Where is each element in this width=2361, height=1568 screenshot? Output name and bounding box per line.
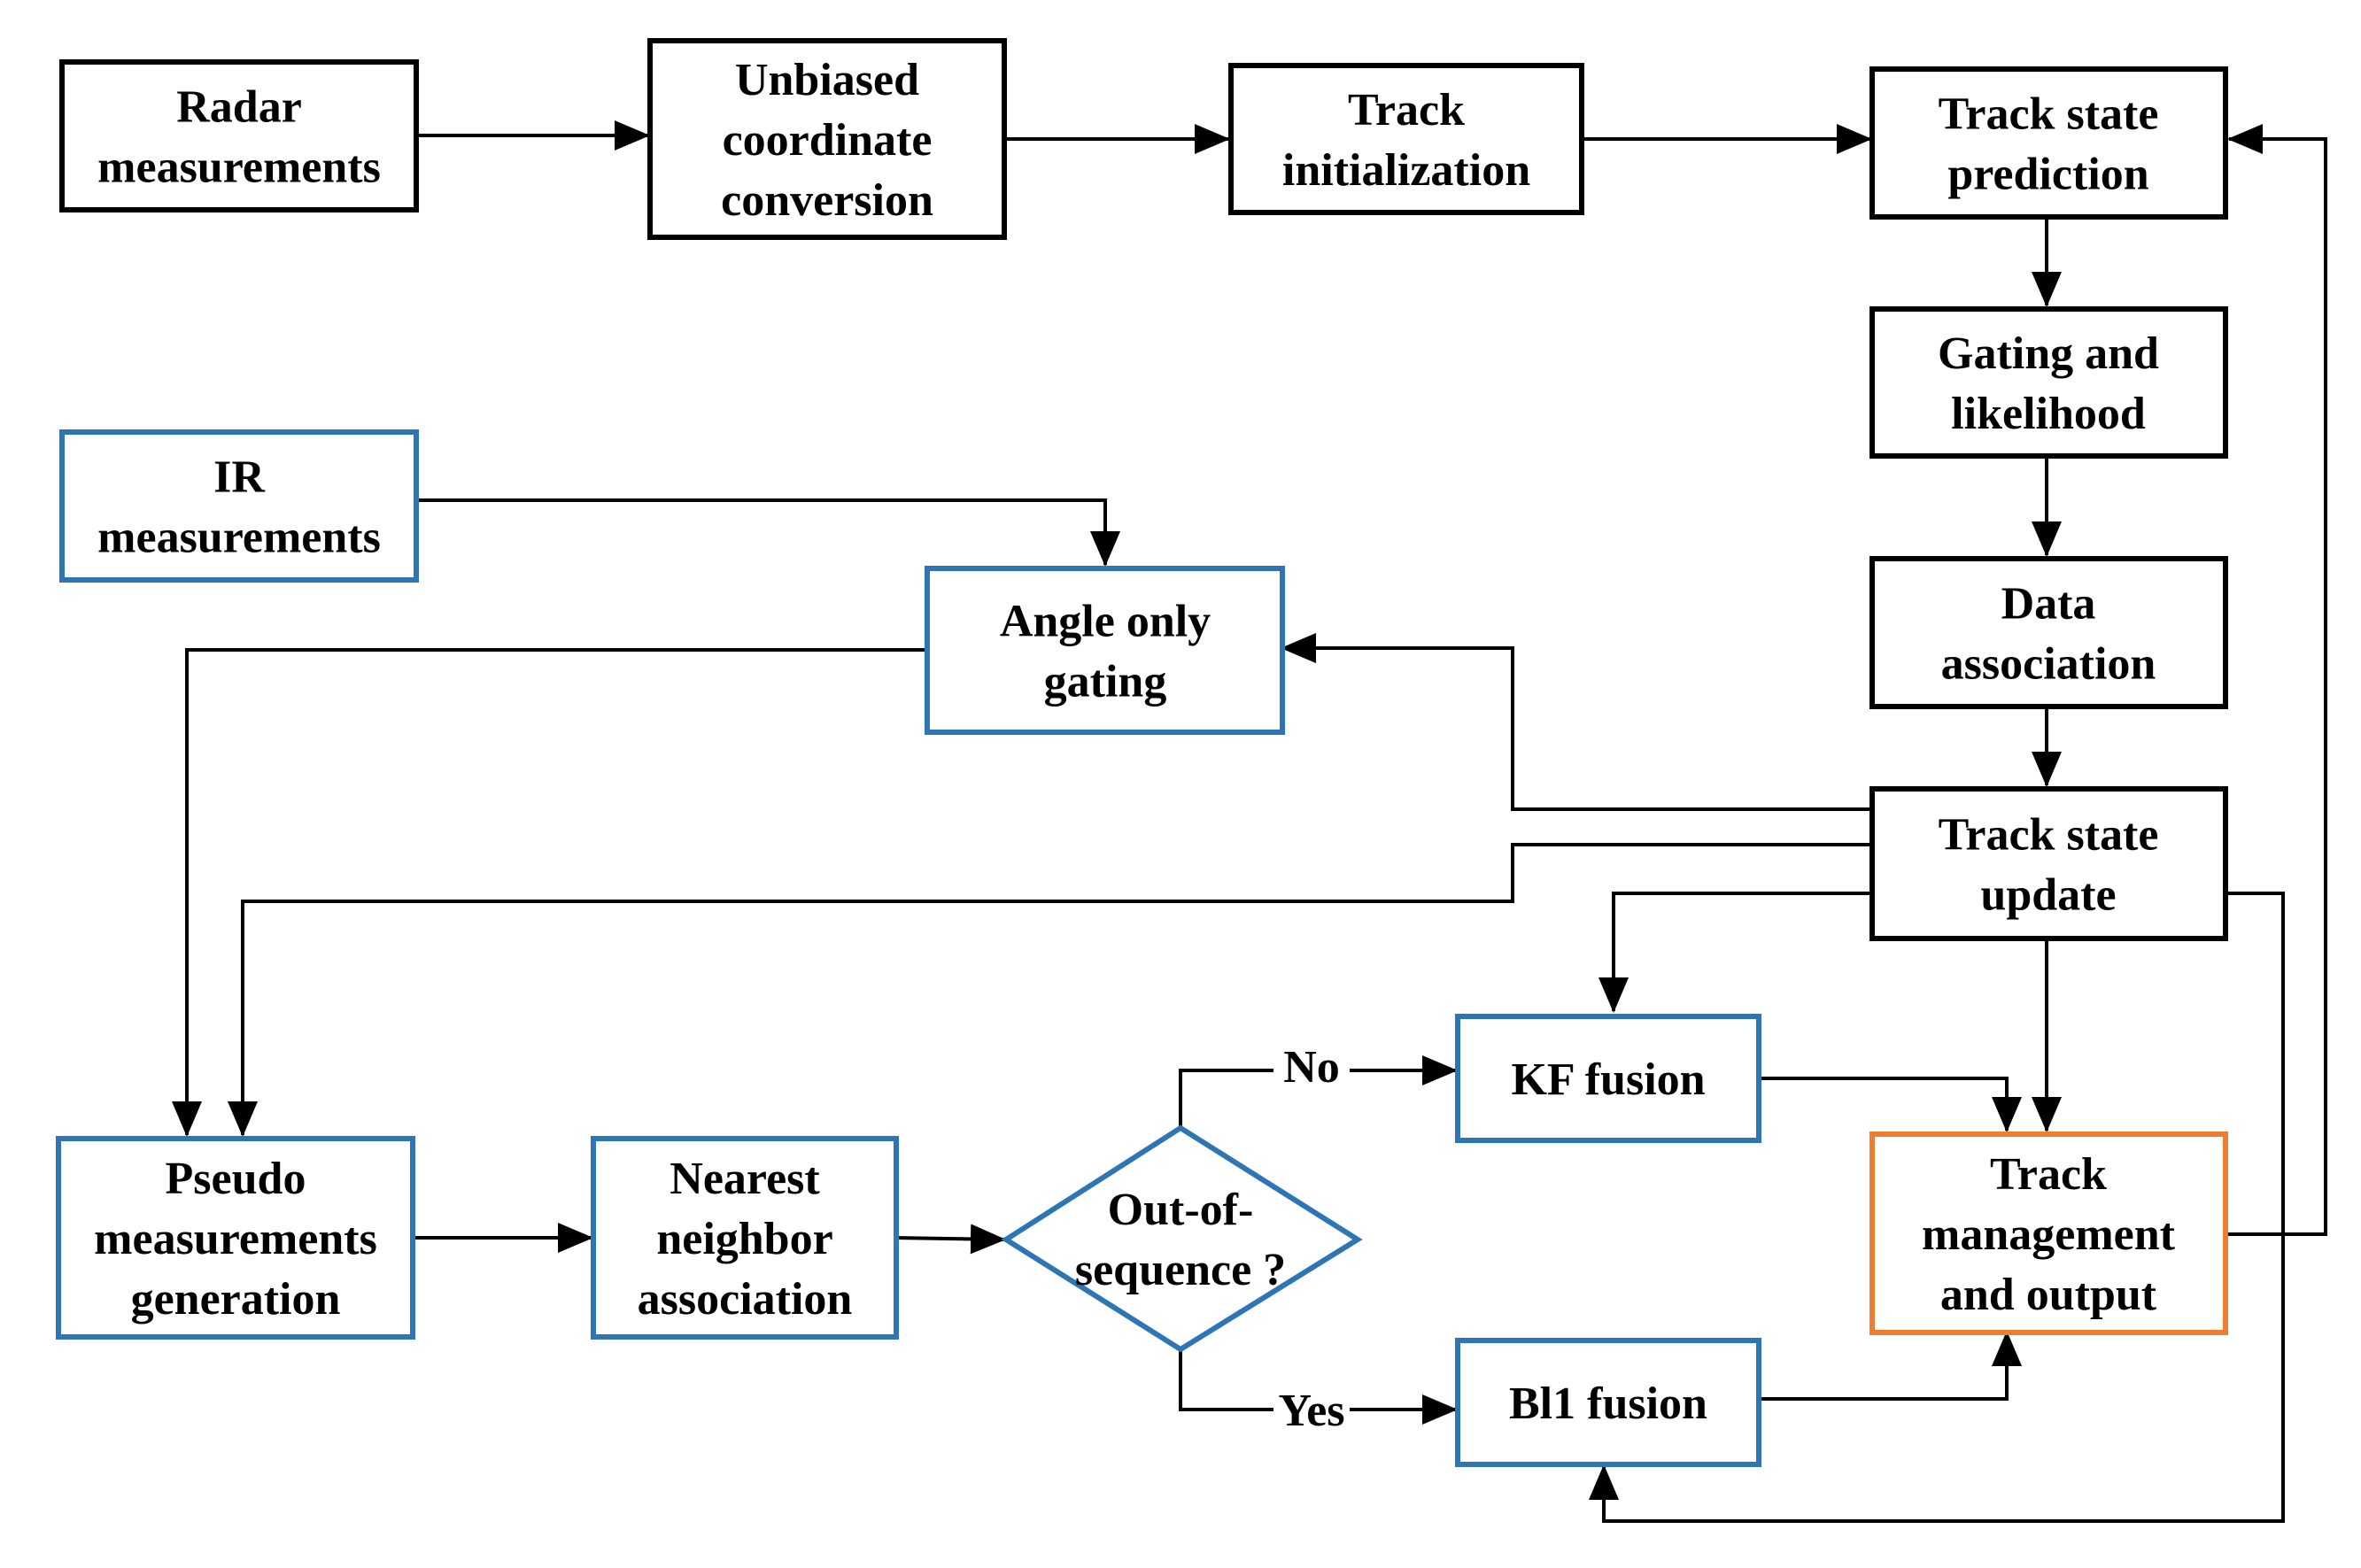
pseudo-measurements-label: Pseudo measurements generation xyxy=(94,1154,377,1325)
edge-nearest-to-oos xyxy=(895,1224,1006,1255)
label-line: Pseudo xyxy=(166,1154,306,1204)
track-management-label: Track management and output xyxy=(1922,1149,2176,1320)
node-pseudo-measurements: Pseudo measurements generation xyxy=(56,1136,415,1340)
track-state-prediction-label: Track state prediction xyxy=(1939,89,2159,200)
label-line: likelihood xyxy=(1951,389,2146,439)
node-track-state-prediction: Track state prediction xyxy=(1869,66,2228,220)
label-line: IR xyxy=(213,452,266,503)
label-yes: Yes xyxy=(1278,1386,1344,1436)
label-line: Track xyxy=(1348,85,1465,135)
edge-management-to-prediction xyxy=(2226,124,2327,1236)
edge-oos-to-bi1 xyxy=(1179,1349,1273,1411)
node-bi1-fusion: Bl1 fusion xyxy=(1455,1338,1761,1467)
bi1-fusion-label: Bl1 fusion xyxy=(1509,1379,1707,1429)
edge-ir-to-angle-gating xyxy=(416,498,1120,567)
node-nearest-neighbor: Nearest neighbor association xyxy=(591,1136,899,1340)
label-line: neighbor xyxy=(656,1214,832,1264)
node-ir-measurements: IR measurements xyxy=(59,429,419,583)
label-line: Unbiased xyxy=(735,55,919,105)
label-line: association xyxy=(638,1274,853,1325)
label-line: Track state xyxy=(1939,89,2159,140)
label-line: Radar xyxy=(176,82,302,133)
edges xyxy=(172,120,2327,1523)
node-track-initialization: Track initialization xyxy=(1228,63,1584,215)
label-line: association xyxy=(1941,639,2156,690)
unbiased-conversion-label: Unbiased coordinate conversion xyxy=(721,55,933,226)
label-line: Out-of- xyxy=(1108,1185,1254,1235)
node-track-management: Track management and output xyxy=(1869,1132,2228,1335)
label-line: Gating and xyxy=(1938,328,2159,379)
edge-bi1-to-management xyxy=(1759,1331,2022,1401)
label-line: measurements xyxy=(97,513,381,563)
label-line: prediction xyxy=(1947,150,2148,200)
label-line: update xyxy=(1980,870,2116,921)
node-unbiased-conversion: Unbiased coordinate conversion xyxy=(647,38,1007,240)
angle-only-gating-label: Angle only gating xyxy=(1000,597,1211,707)
edge-kf-to-management xyxy=(1759,1077,2022,1132)
ir-measurements-label: IR measurements xyxy=(97,452,381,563)
node-radar-measurements: Radar measurements xyxy=(59,59,419,212)
label-line: Bl1 fusion xyxy=(1509,1379,1707,1429)
label-line: Nearest xyxy=(670,1154,820,1204)
nearest-neighbor-label: Nearest neighbor association xyxy=(638,1154,853,1325)
edge-update-to-kf xyxy=(1599,892,1870,1013)
label-line: gating xyxy=(1044,657,1167,707)
label-line: generation xyxy=(131,1274,341,1325)
label-no: No xyxy=(1283,1042,1340,1093)
edge-oos-to-kf xyxy=(1179,1069,1273,1126)
label-line: management xyxy=(1922,1209,2176,1260)
node-track-state-update: Track state update xyxy=(1869,786,2228,941)
nodes: Radar measurements Unbiased coordinate conv… xyxy=(56,38,2228,1467)
data-association-label: Data association xyxy=(1941,579,2156,690)
label-line: measurements xyxy=(97,143,381,193)
label-line: sequence ? xyxy=(1075,1245,1286,1295)
node-out-of-sequence: Out-of-sequence ? xyxy=(1001,1124,1363,1353)
label-line: conversion xyxy=(721,175,933,226)
label-line: Angle only xyxy=(1000,597,1211,647)
label-line: Data xyxy=(2001,579,2096,630)
label-line: measurements xyxy=(94,1214,377,1264)
label-line: and output xyxy=(1940,1270,2157,1320)
label-line: KF fusion xyxy=(1511,1054,1705,1105)
edge-labels: No Yes xyxy=(1273,1038,1350,1440)
node-gating-likelihood: Gating and likelihood xyxy=(1869,306,2228,459)
label-line: Track state xyxy=(1939,810,2159,861)
edge-update-to-bi1 xyxy=(1589,892,2285,1523)
gating-likelihood-label: Gating and likelihood xyxy=(1938,328,2159,439)
edge-update-to-angle-gating xyxy=(1281,633,1870,811)
kf-fusion-label: KF fusion xyxy=(1511,1054,1705,1105)
node-kf-fusion: KF fusion xyxy=(1455,1014,1761,1143)
radar-measurements-label: Radar measurements xyxy=(97,82,381,193)
node-angle-only-gating: Angle only gating xyxy=(925,566,1285,735)
edge-angle-gating-to-pseudo xyxy=(172,648,925,1137)
label-line: initialization xyxy=(1282,145,1530,196)
track-state-update-label: Track state update xyxy=(1939,810,2159,921)
out-of-sequence-label: Out-of-sequence ? xyxy=(1075,1185,1286,1295)
edge-update-to-pseudo xyxy=(228,843,1870,1137)
node-data-association: Data association xyxy=(1869,556,2228,709)
label-line: Track xyxy=(1990,1149,2107,1200)
track-initialization-label: Track initialization xyxy=(1282,85,1530,196)
label-line: coordinate xyxy=(723,115,933,166)
